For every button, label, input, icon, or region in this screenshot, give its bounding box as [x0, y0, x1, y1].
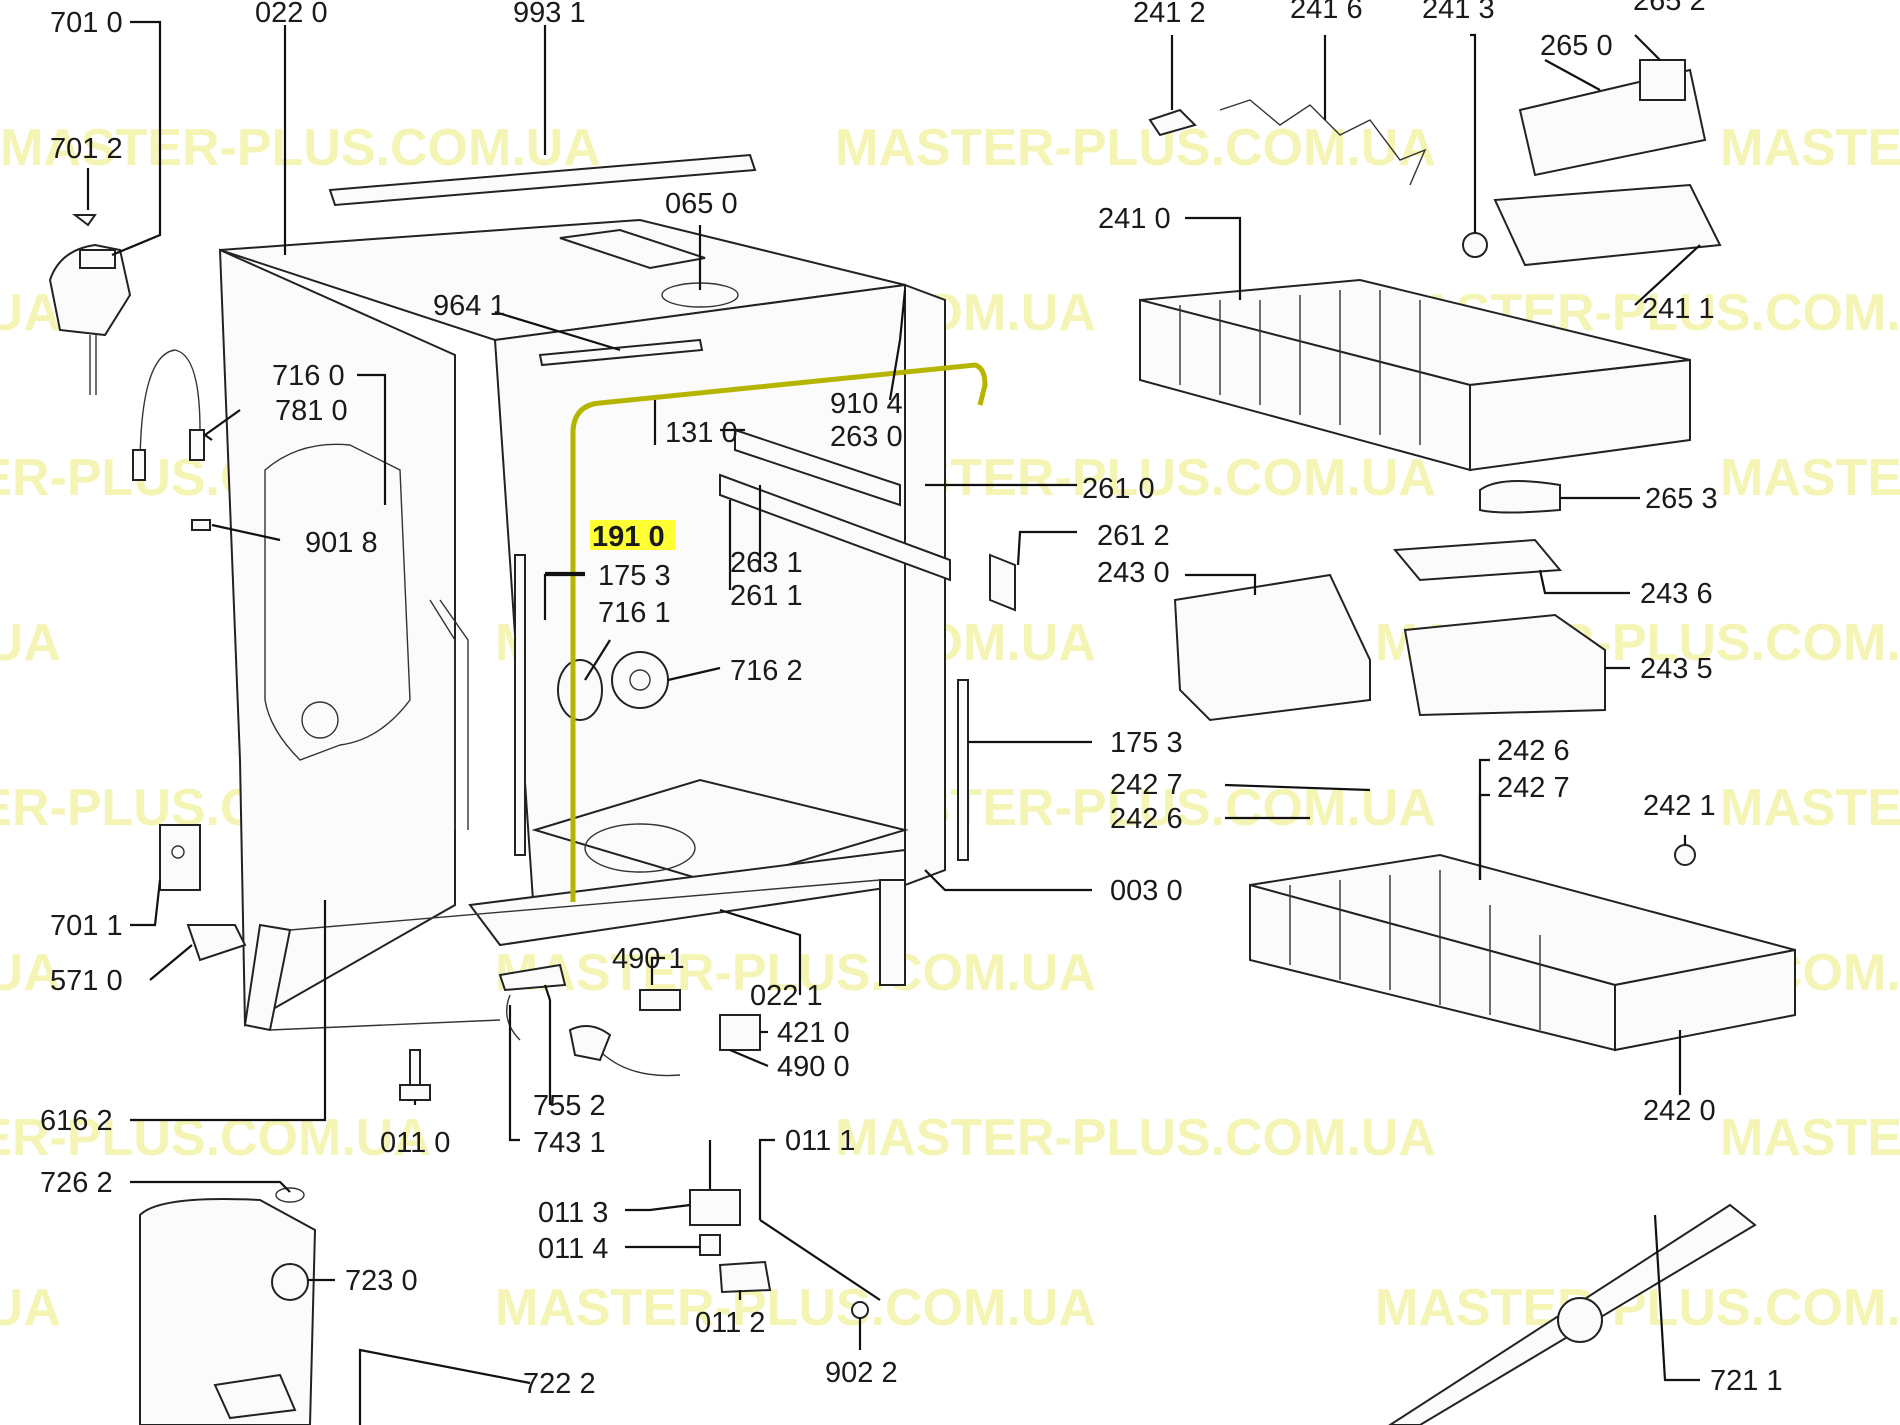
part-label[interactable]: 022 1: [750, 980, 823, 1012]
part-label-highlighted[interactable]: 191 0: [592, 521, 665, 553]
watermark: MASTER-PLUS.COM.UA: [0, 1109, 431, 1167]
bottom-middle-parts: [498, 963, 881, 1319]
part-label[interactable]: 701 2: [50, 133, 123, 165]
part-label[interactable]: 175 3: [1110, 727, 1183, 759]
dishwasher-cabinet: [218, 153, 1016, 1032]
part-label[interactable]: 701 0: [50, 7, 123, 39]
watermark: MASTER-PLUS.COM.UA: [1720, 779, 1900, 837]
part-label[interactable]: 743 1: [533, 1127, 606, 1159]
part-label[interactable]: 901 8: [305, 527, 378, 559]
part-label[interactable]: 421 0: [777, 1017, 850, 1049]
part-label[interactable]: 011 1: [785, 1125, 855, 1157]
part-label[interactable]: 490 1: [612, 943, 685, 975]
part-label[interactable]: 265 0: [1540, 30, 1613, 62]
part-label[interactable]: 571 0: [50, 965, 123, 997]
part-label[interactable]: 003 0: [1110, 875, 1183, 907]
watermark: MASTER-PLUS.COM.UA: [495, 1279, 1096, 1337]
part-label[interactable]: 011 4: [538, 1233, 608, 1265]
watermark: MASTER-PLUS.COM.UA: [0, 1279, 61, 1337]
part-label[interactable]: 902 2: [825, 1357, 898, 1389]
part-label[interactable]: 261 1: [730, 580, 803, 612]
part-label[interactable]: 716 1: [598, 597, 671, 629]
part-label[interactable]: 616 2: [40, 1105, 113, 1137]
watermark: MASTER-PLUS.COM.UA: [835, 1109, 1436, 1167]
part-label[interactable]: 265 3: [1645, 483, 1718, 515]
part-label[interactable]: 701 1: [50, 910, 123, 942]
part-label[interactable]: 065 0: [665, 188, 738, 220]
part-label[interactable]: 721 1: [1710, 1365, 1783, 1397]
part-label[interactable]: 242 1: [1643, 790, 1716, 822]
leader-lines: [86, 20, 1701, 1425]
watermark: MASTER-PLUS.COM.UA: [1720, 119, 1900, 177]
part-label[interactable]: 261 0: [1082, 473, 1155, 505]
part-label[interactable]: 241 1: [1642, 293, 1715, 325]
part-label[interactable]: 241 0: [1098, 203, 1171, 235]
part-label[interactable]: 241 3: [1422, 0, 1495, 25]
part-label[interactable]: 242 6: [1110, 803, 1183, 835]
part-label[interactable]: 716 2: [730, 655, 803, 687]
part-label[interactable]: 265 2: [1633, 0, 1706, 17]
left-parts: [48, 214, 431, 1425]
watermark: MASTER-PLUS.COM.UA: [0, 944, 61, 1002]
part-label[interactable]: 263 0: [830, 421, 903, 453]
part-label[interactable]: 910 4: [830, 388, 903, 420]
callout-labels: 701 0 022 0 993 1 701 2 065 0 964 1 716 …: [40, 0, 1783, 1400]
right-parts: [1139, 59, 1796, 1425]
part-label[interactable]: 242 7: [1497, 772, 1570, 804]
part-label[interactable]: 241 6: [1290, 0, 1363, 25]
part-label[interactable]: 011 0: [380, 1127, 450, 1159]
part-label[interactable]: 263 1: [730, 547, 803, 579]
part-label[interactable]: 722 2: [523, 1368, 596, 1400]
watermark: MASTER-PLUS.COM.UA: [0, 284, 61, 342]
watermark: MASTER-PLUS.COM.UA: [1720, 1109, 1900, 1167]
part-label[interactable]: 755 2: [533, 1090, 606, 1122]
label-highlight: [590, 520, 675, 550]
part-label[interactable]: 716 0: [272, 360, 345, 392]
part-label[interactable]: 242 0: [1643, 1095, 1716, 1127]
part-label[interactable]: 723 0: [345, 1265, 418, 1297]
part-label[interactable]: 243 0: [1097, 557, 1170, 589]
part-label[interactable]: 243 6: [1640, 578, 1713, 610]
watermark: MASTER-PLUS.COM.UA: [1720, 449, 1900, 507]
door-seal-191-0[interactable]: [570, 362, 988, 902]
part-label[interactable]: 011 3: [538, 1197, 608, 1229]
watermark: MASTER-PLUS.COM.UA: [495, 944, 1096, 1002]
part-label[interactable]: 726 2: [40, 1167, 113, 1199]
watermark: MASTER-PLUS.COM.UA: [0, 119, 601, 177]
part-label[interactable]: 243 5: [1640, 653, 1713, 685]
part-label[interactable]: 490 0: [777, 1051, 850, 1083]
part-label[interactable]: 011 2: [695, 1307, 765, 1339]
watermark: MASTER-PLUS.COM.UA: [0, 614, 61, 672]
part-label[interactable]: 242 6: [1497, 735, 1570, 767]
part-label[interactable]: 781 0: [275, 395, 348, 427]
part-label[interactable]: 993 1: [513, 0, 586, 29]
part-label[interactable]: 022 0: [255, 0, 328, 29]
part-label[interactable]: 175 3: [598, 560, 671, 592]
watermark: MASTER-PLUS.COM.UA: [835, 119, 1436, 177]
part-label[interactable]: 964 1: [433, 290, 506, 322]
part-label[interactable]: 241 2: [1133, 0, 1206, 29]
part-label[interactable]: 242 7: [1110, 769, 1183, 801]
part-label[interactable]: 261 2: [1097, 520, 1170, 552]
part-label[interactable]: 131 0: [665, 417, 738, 449]
